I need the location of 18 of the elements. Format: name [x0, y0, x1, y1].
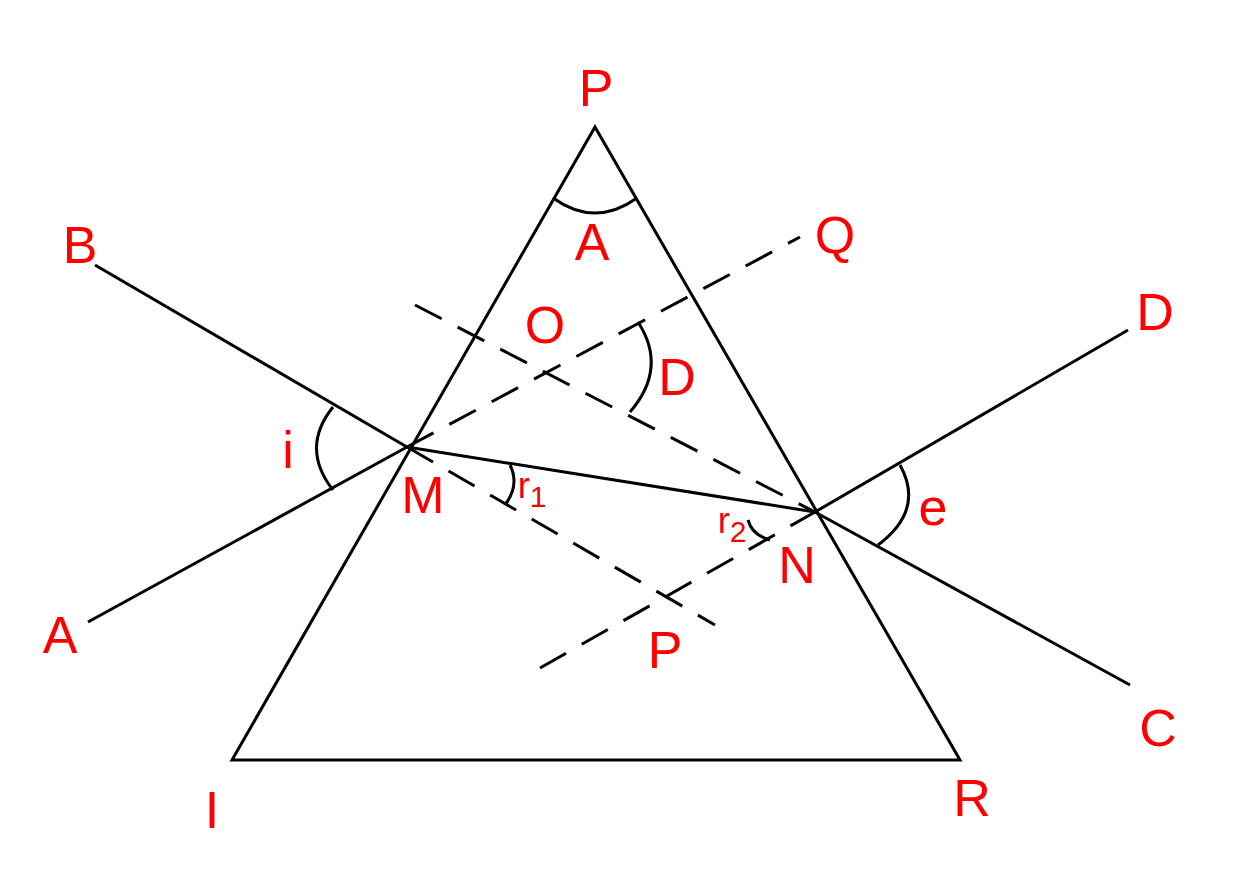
angle-label: A [574, 216, 610, 268]
angle-label: e [918, 481, 948, 533]
point-label: B [62, 219, 98, 271]
vertex-label: P [578, 62, 614, 114]
angle-label: r$_{1}$ [517, 468, 547, 512]
angle-label: r$_{2}$ [717, 503, 747, 547]
point-label: C [1139, 702, 1177, 754]
point-label: P [647, 624, 683, 676]
vertex-label: I [204, 784, 220, 836]
point-label: M [401, 469, 445, 521]
point-label: N [778, 539, 816, 591]
angle-label: i [282, 424, 294, 476]
point-label: O [524, 299, 566, 351]
angle-label: D [658, 351, 696, 403]
point-label: D [1136, 286, 1174, 338]
point-label: Q [814, 209, 856, 261]
vertex-label: R [953, 772, 991, 824]
point-label: A [42, 609, 78, 661]
